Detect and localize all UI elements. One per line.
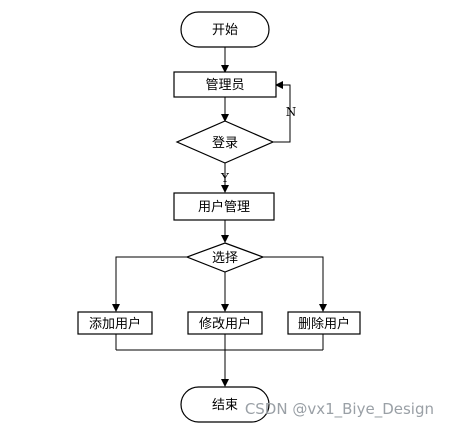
watermark: CSDN @vx1_Biye_Design [245, 400, 434, 419]
edge-login-no-to-admin [273, 81, 291, 143]
end-label: 结束 [212, 398, 238, 413]
user-management-label: 用户管理 [198, 199, 250, 215]
delete-user-label: 删除用户 [298, 316, 350, 332]
edge-choose-to-delete-user [263, 256, 327, 312]
login-label: 登录 [212, 136, 238, 151]
end-terminator [180, 386, 270, 423]
login-decision [175, 120, 275, 164]
no-edge-label: N [286, 105, 297, 119]
edge-choose-to-add-user [112, 256, 187, 312]
yes-edge-label: Y [220, 171, 230, 185]
choose-decision [185, 242, 265, 273]
add-user-process [77, 311, 153, 335]
choose-label: 选择 [212, 251, 238, 266]
start-terminator [180, 11, 270, 48]
admin-process [173, 71, 277, 98]
edit-user-process [187, 311, 263, 335]
edit-user-label: 修改用户 [199, 316, 251, 332]
delete-user-process [287, 311, 361, 335]
add-user-label: 添加用户 [89, 316, 141, 332]
user-management-process [173, 192, 275, 221]
admin-label: 管理员 [205, 78, 244, 93]
start-label: 开始 [212, 23, 238, 38]
